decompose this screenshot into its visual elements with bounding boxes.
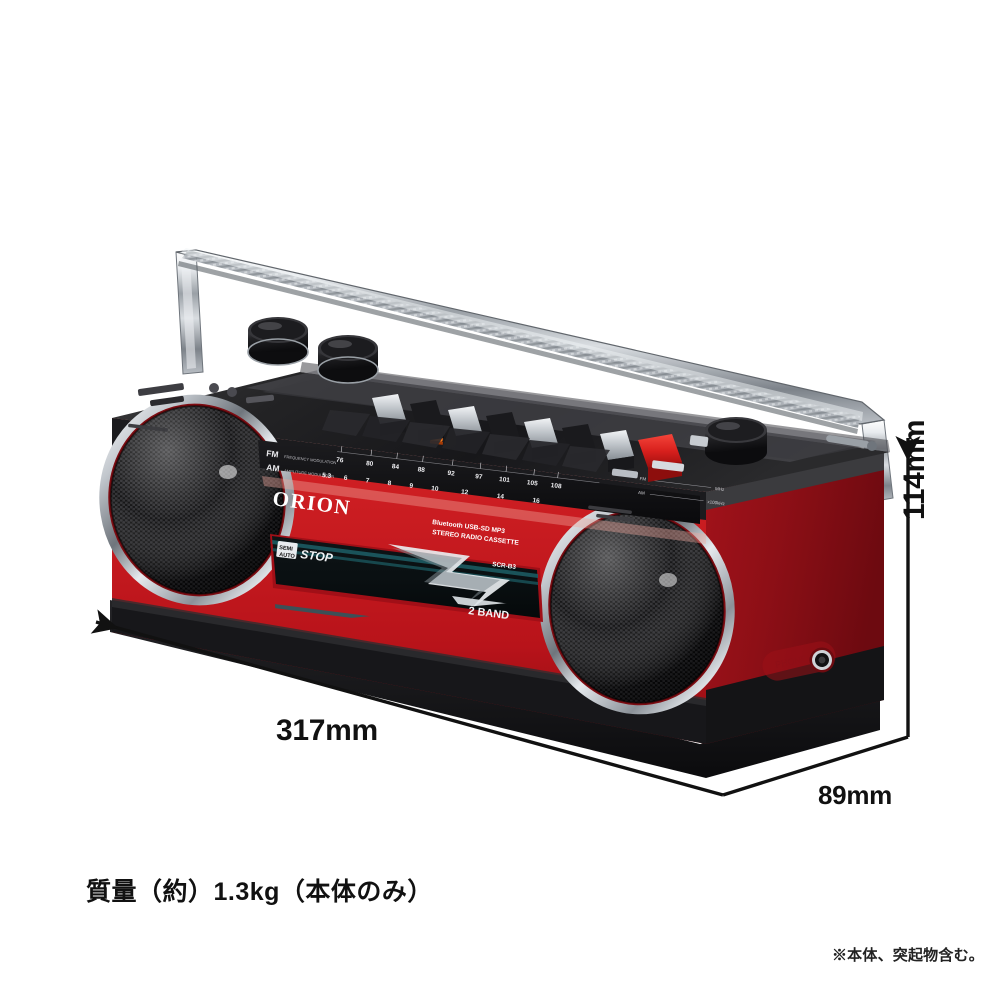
- dial-mhz-unit: MHz: [715, 486, 726, 492]
- carry-handle: [175, 248, 894, 503]
- svg-text:8: 8: [387, 480, 392, 487]
- model-number: SCR-B3: [492, 561, 517, 571]
- svg-text:97: 97: [475, 473, 483, 481]
- right-side-panel: PHONE: [706, 452, 884, 744]
- svg-text:5.3: 5.3: [322, 472, 332, 480]
- two-band-label: 2 BAND: [468, 605, 510, 622]
- dial-fm-unit-label: FM: [639, 476, 646, 482]
- svg-text:88: 88: [417, 466, 425, 474]
- svg-text:76: 76: [336, 457, 344, 465]
- deck-switches: [137, 383, 275, 407]
- phone-jack: [809, 647, 835, 673]
- stop-label: STOP: [300, 547, 335, 565]
- auto-label: AUTO: [279, 552, 296, 560]
- semi-label: SEMI: [279, 545, 294, 553]
- brand-area: [262, 476, 706, 544]
- svg-text:12: 12: [461, 489, 469, 497]
- dial-khz-unit: x100kHz: [707, 499, 726, 506]
- svg-text:16: 16: [532, 497, 540, 505]
- dial-am-unit-label: AM: [638, 490, 646, 496]
- svg-text:101: 101: [499, 476, 511, 484]
- vent-slots: [128, 423, 634, 522]
- fm-scale: 76 80 84 88 92 97 101 105 108: [336, 446, 600, 490]
- weight-note: 質量（約）1.3kg（本体のみ）: [86, 878, 433, 906]
- svg-text:108: 108: [550, 482, 562, 490]
- tuner-dial-panel: FM FREQUENCY MODULATION AM AMPLITUDE MOD…: [258, 433, 726, 524]
- knob-tuning: [317, 335, 379, 384]
- fm-label: FM: [266, 448, 279, 459]
- svg-text:6: 6: [343, 475, 348, 482]
- svg-text:14: 14: [496, 493, 504, 501]
- svg-text:10: 10: [431, 485, 439, 493]
- am-label: AM: [266, 462, 280, 473]
- knob-volume: [247, 317, 309, 366]
- key-levers: [322, 410, 610, 472]
- knob-function: [705, 417, 767, 465]
- deck-sliders: [611, 435, 709, 479]
- semi-auto-stop-badge: SEMI AUTO STOP: [276, 540, 335, 565]
- svg-text:84: 84: [391, 463, 399, 471]
- antenna-stub: [826, 435, 877, 451]
- svg-text:105: 105: [526, 479, 538, 487]
- svg-text:9: 9: [409, 482, 414, 489]
- fm-sublabel: FREQUENCY MODULATION: [284, 454, 337, 465]
- svg-text:92: 92: [447, 470, 455, 478]
- am-sublabel: AMPLITUDE MODULATION: [284, 468, 335, 479]
- svg-text:7: 7: [365, 477, 370, 484]
- svg-text:80: 80: [366, 460, 374, 468]
- footnote-note: ※本体、突起物含む。: [831, 947, 984, 964]
- am-scale: 5.3 6 7 8 9 10 12 14 16: [322, 472, 541, 505]
